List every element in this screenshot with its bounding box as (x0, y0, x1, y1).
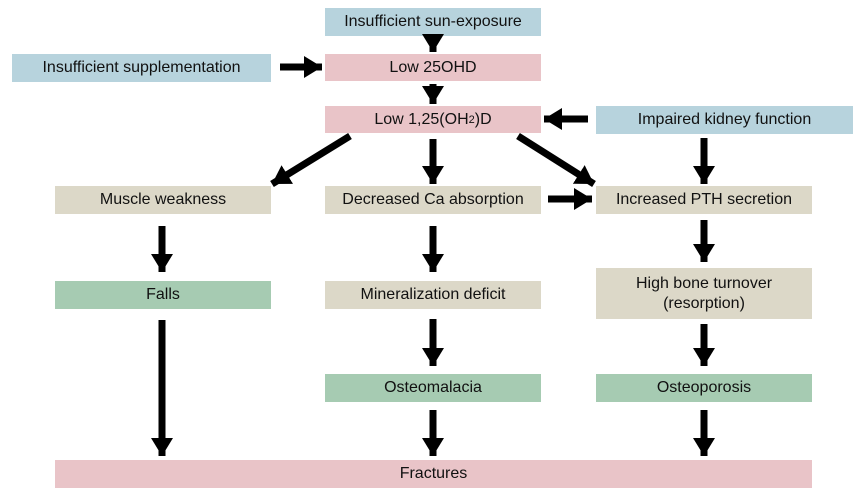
low-125-label-suffix: )D (474, 110, 492, 128)
fractures-node: Fractures (55, 460, 812, 488)
insufficient-sun-exposure-node: Insufficient sun-exposure (325, 8, 541, 36)
osteomalacia-node: Osteomalacia (325, 374, 541, 402)
insufficient-supplementation-node: Insufficient supplementation (12, 54, 271, 82)
low-25ohd-node: Low 25OHD (325, 54, 541, 81)
decreased-ca-absorption-node: Decreased Ca absorption (325, 186, 541, 214)
impaired-kidney-function-node: Impaired kidney function (596, 106, 853, 134)
mineralization-deficit-node: Mineralization deficit (325, 281, 541, 309)
low-125-label-subscript: 2 (468, 113, 475, 126)
high-bone-turnover-line1: High bone turnover (635, 274, 773, 292)
osteoporosis-node: Osteoporosis (596, 374, 812, 402)
high-bone-turnover-line2: (resorption) (663, 294, 745, 312)
high-bone-turnover-node: High bone turnover (resorption) (596, 268, 812, 319)
muscle-weakness-node: Muscle weakness (55, 186, 271, 214)
falls-node: Falls (55, 281, 271, 309)
arrow-125-to-muscle (270, 133, 352, 187)
low-125-label-prefix: Low 1,25(OH (374, 110, 469, 128)
arrow-125-to-pth (516, 133, 596, 187)
increased-pth-secretion-node: Increased PTH secretion (596, 186, 812, 214)
